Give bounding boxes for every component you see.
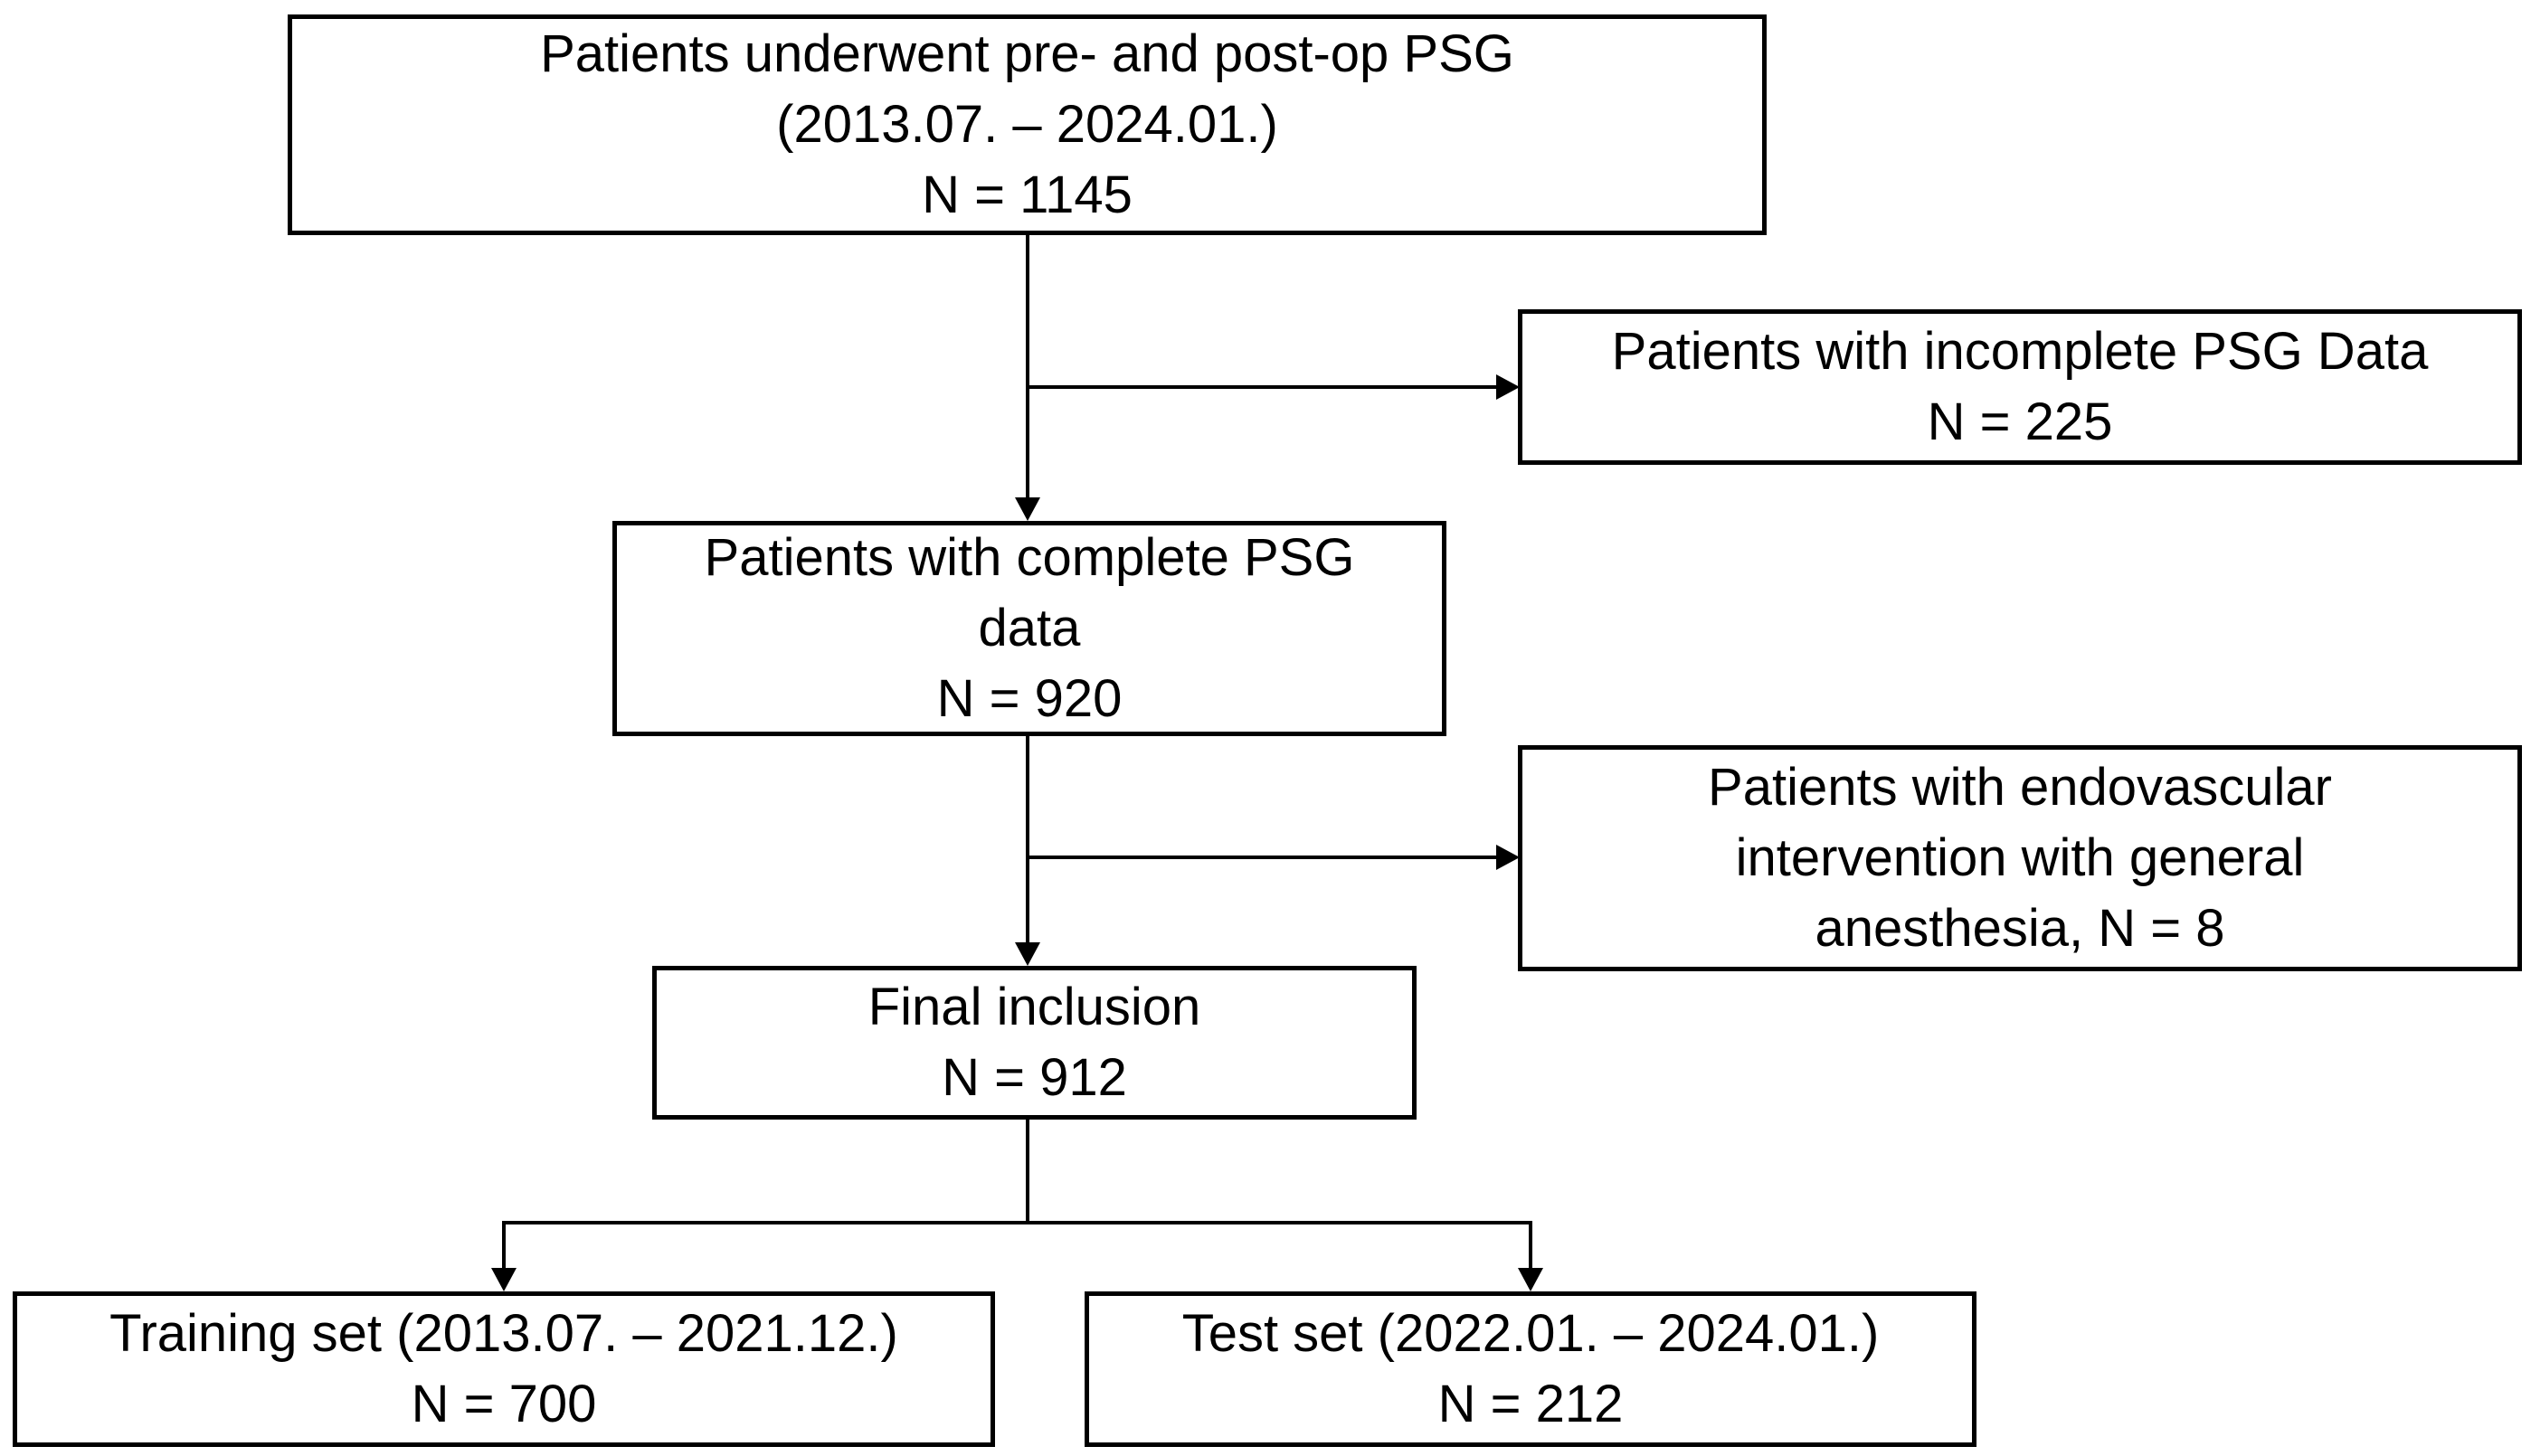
node-text-line: anesthesia, N = 8 [1815, 898, 2225, 958]
connector-preop-to-complete [1015, 233, 1040, 521]
node-text-line: (2013.07. – 2024.01.) [776, 95, 1278, 155]
node-text-line: Patients with endovascular [1708, 758, 2332, 818]
node-text-line: Patients with complete PSG [704, 528, 1355, 588]
connector-branch-to-endovascular [1028, 845, 1520, 870]
node-text-line: Final inclusion [867, 978, 1201, 1037]
arrowhead-right-icon [1496, 374, 1520, 400]
node-text-line: Test set (2022.01. – 2024.01.) [1181, 1304, 1880, 1364]
node-text-line: N = 920 [936, 668, 1123, 728]
node-text-line: N = 225 [1927, 392, 2113, 451]
connector-split-to-training [491, 1221, 517, 1291]
node-test-set: Test set (2022.01. – 2024.01.) N = 212 [1085, 1291, 1976, 1447]
node-text-line: intervention with general [1735, 828, 2305, 888]
node-complete-psg-data: Patients with complete PSG data N = 920 [612, 521, 1446, 736]
connector-final-split [504, 1118, 1531, 1224]
node-text-line: N = 912 [942, 1048, 1127, 1107]
connector-split-to-test [1518, 1221, 1543, 1291]
node-text-line: Patients with incomplete PSG Data [1611, 322, 2429, 382]
node-training-set: Training set (2013.07. – 2021.12.) N = 7… [13, 1291, 995, 1447]
node-text-line: data [978, 599, 1081, 658]
node-preop-psg: Patients underwent pre- and post-op PSG … [288, 14, 1767, 235]
node-endovascular-exclusion: Patients with endovascular intervention … [1518, 745, 2522, 971]
connector-branch-to-incomplete [1028, 374, 1520, 400]
node-text-line: N = 1145 [922, 165, 1133, 224]
node-text-line: Patients underwent pre- and post-op PSG [540, 24, 1514, 84]
node-text-line: Training set (2013.07. – 2021.12.) [109, 1304, 898, 1364]
node-final-inclusion: Final inclusion N = 912 [652, 966, 1417, 1120]
arrowhead-down-icon [1015, 497, 1040, 521]
node-text-line: N = 700 [411, 1375, 597, 1433]
arrowhead-down-icon [1015, 942, 1040, 966]
arrowhead-right-icon [1496, 845, 1520, 870]
node-incomplete-psg-data: Patients with incomplete PSG Data N = 22… [1518, 309, 2522, 465]
connector-complete-to-final [1015, 734, 1040, 966]
arrowhead-down-icon [1518, 1268, 1543, 1291]
node-text-line: N = 212 [1437, 1375, 1624, 1433]
arrowhead-down-icon [491, 1268, 517, 1291]
